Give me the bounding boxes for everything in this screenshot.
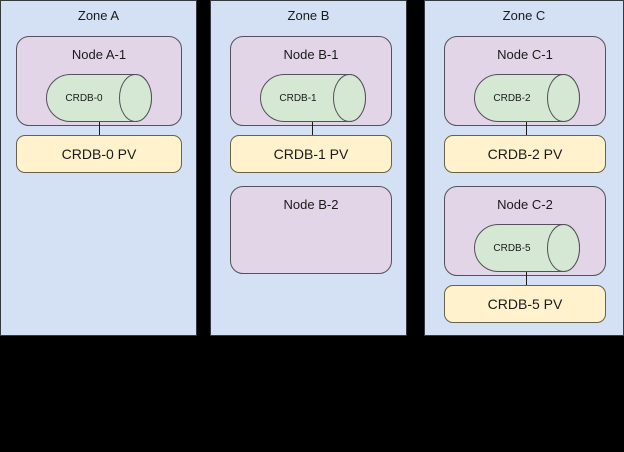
volume-label: CRDB-2 PV (487, 145, 563, 162)
volume-crdb-1-pv[interactable]: CRDB-1 PV (230, 135, 392, 173)
connector-crdb-5-to-pv (526, 272, 527, 285)
zone-title: Zone A (77, 8, 120, 23)
node-title: Node C-1 (497, 47, 553, 62)
connector-crdb-2-to-pv (526, 122, 527, 135)
database-cylinder-crdb-0[interactable]: CRDB-0 (46, 74, 152, 122)
volume-label: CRDB-1 PV (273, 145, 349, 162)
volume-crdb-0-pv[interactable]: CRDB-0 PV (16, 135, 182, 173)
database-cylinder-crdb-5[interactable]: CRDB-5 (474, 224, 580, 272)
volume-crdb-2-pv[interactable]: CRDB-2 PV (444, 135, 606, 173)
database-cylinder-crdb-1[interactable]: CRDB-1 (260, 74, 366, 122)
volume-label: CRDB-5 PV (487, 295, 563, 312)
database-cylinder-shape (46, 74, 152, 122)
database-cylinder-crdb-2[interactable]: CRDB-2 (474, 74, 580, 122)
node-title: Node B-2 (283, 197, 339, 212)
database-cylinder-shape (260, 74, 366, 122)
connector-crdb-0-to-pv (99, 122, 100, 135)
node-title: Node B-1 (283, 47, 339, 62)
database-cylinder-shape (474, 224, 580, 272)
volume-crdb-5-pv[interactable]: CRDB-5 PV (444, 285, 606, 323)
node-node-b-2[interactable]: Node B-2 (230, 186, 392, 274)
zone-title: Zone B (287, 8, 330, 23)
zone-title: Zone C (502, 8, 546, 23)
node-title: Node A-1 (71, 47, 127, 62)
connector-crdb-1-to-pv (312, 122, 313, 135)
database-cylinder-shape (474, 74, 580, 122)
node-title: Node C-2 (497, 197, 553, 212)
volume-label: CRDB-0 PV (61, 145, 137, 162)
